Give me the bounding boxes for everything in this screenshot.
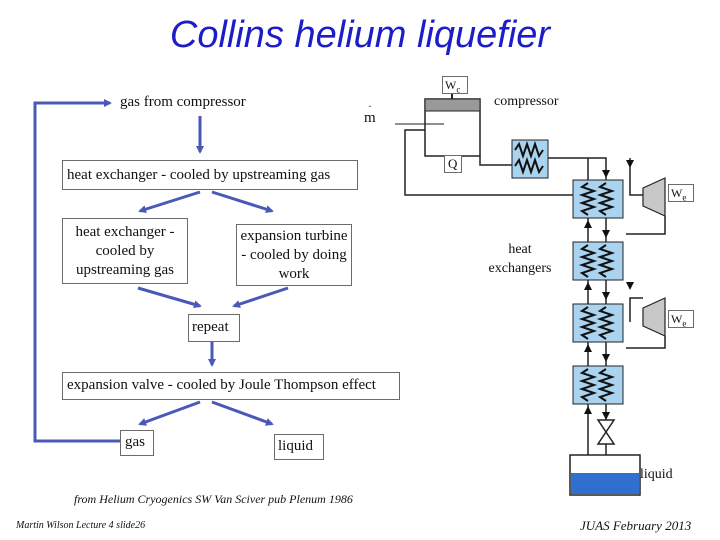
heat-exchanger-1 [572, 179, 624, 219]
expansion-valve-label: expansion valve - cooled by Joule Thomps… [67, 377, 376, 393]
joule-thomson-valve [596, 419, 616, 445]
heat-exchanger-label: heat exchanger - cooled by upstreaming g… [75, 224, 175, 278]
upstream-heat-exchanger-box: heat exchanger - cooled by upstreaming g… [62, 160, 358, 190]
turbine-work-label-1: We [668, 184, 694, 202]
dewar-liquid-label: liquid [640, 467, 673, 482]
mass-flow-label: ·m [364, 99, 376, 126]
heat-removed-label: Q [444, 155, 462, 173]
liquid-output-label: liquid [278, 438, 314, 454]
compressor-label: compressor [494, 94, 559, 109]
liquid-output-box: liquid [274, 434, 324, 460]
upstream-heat-exchanger-label: heat exchanger - cooled by upstreaming g… [67, 167, 331, 183]
repeat-label: repeat [192, 319, 229, 335]
heat-exchanger-4 [572, 365, 624, 405]
source-citation: from Helium Cryogenics SW Van Sciver pub… [74, 492, 353, 506]
author-credit: Martin Wilson Lecture 4 slide26 [16, 520, 146, 531]
gas-output-box: gas [120, 430, 154, 456]
turbine-work-label-2: We [668, 310, 694, 328]
event-credit: JUAS February 2013 [580, 518, 692, 533]
expansion-turbine-2 [642, 297, 666, 337]
expansion-turbine-1 [642, 177, 666, 217]
compressor-piston [424, 98, 481, 112]
expansion-turbine-box: expansion turbine - cooled by doing work [236, 224, 352, 286]
compressor-work-label: Wc [442, 76, 468, 94]
gas-from-compressor-label: gas from compressor [120, 94, 246, 110]
liquid-helium-level [571, 473, 639, 494]
heat-exchanger-box: heat exchanger - cooled by upstreaming g… [62, 218, 188, 284]
expansion-valve-box: expansion valve - cooled by Joule Thomps… [62, 372, 400, 400]
heat-exchangers-label: heat exchangers [488, 242, 552, 276]
expansion-turbine-label: expansion turbine - cooled by doing work [240, 228, 348, 282]
slide-title: Collins helium liquefier [169, 14, 551, 56]
repeat-box: repeat [188, 314, 240, 342]
heat-exchanger-3 [572, 303, 624, 343]
gas-output-label: gas [125, 434, 145, 450]
heat-exchanger-2 [572, 241, 624, 281]
